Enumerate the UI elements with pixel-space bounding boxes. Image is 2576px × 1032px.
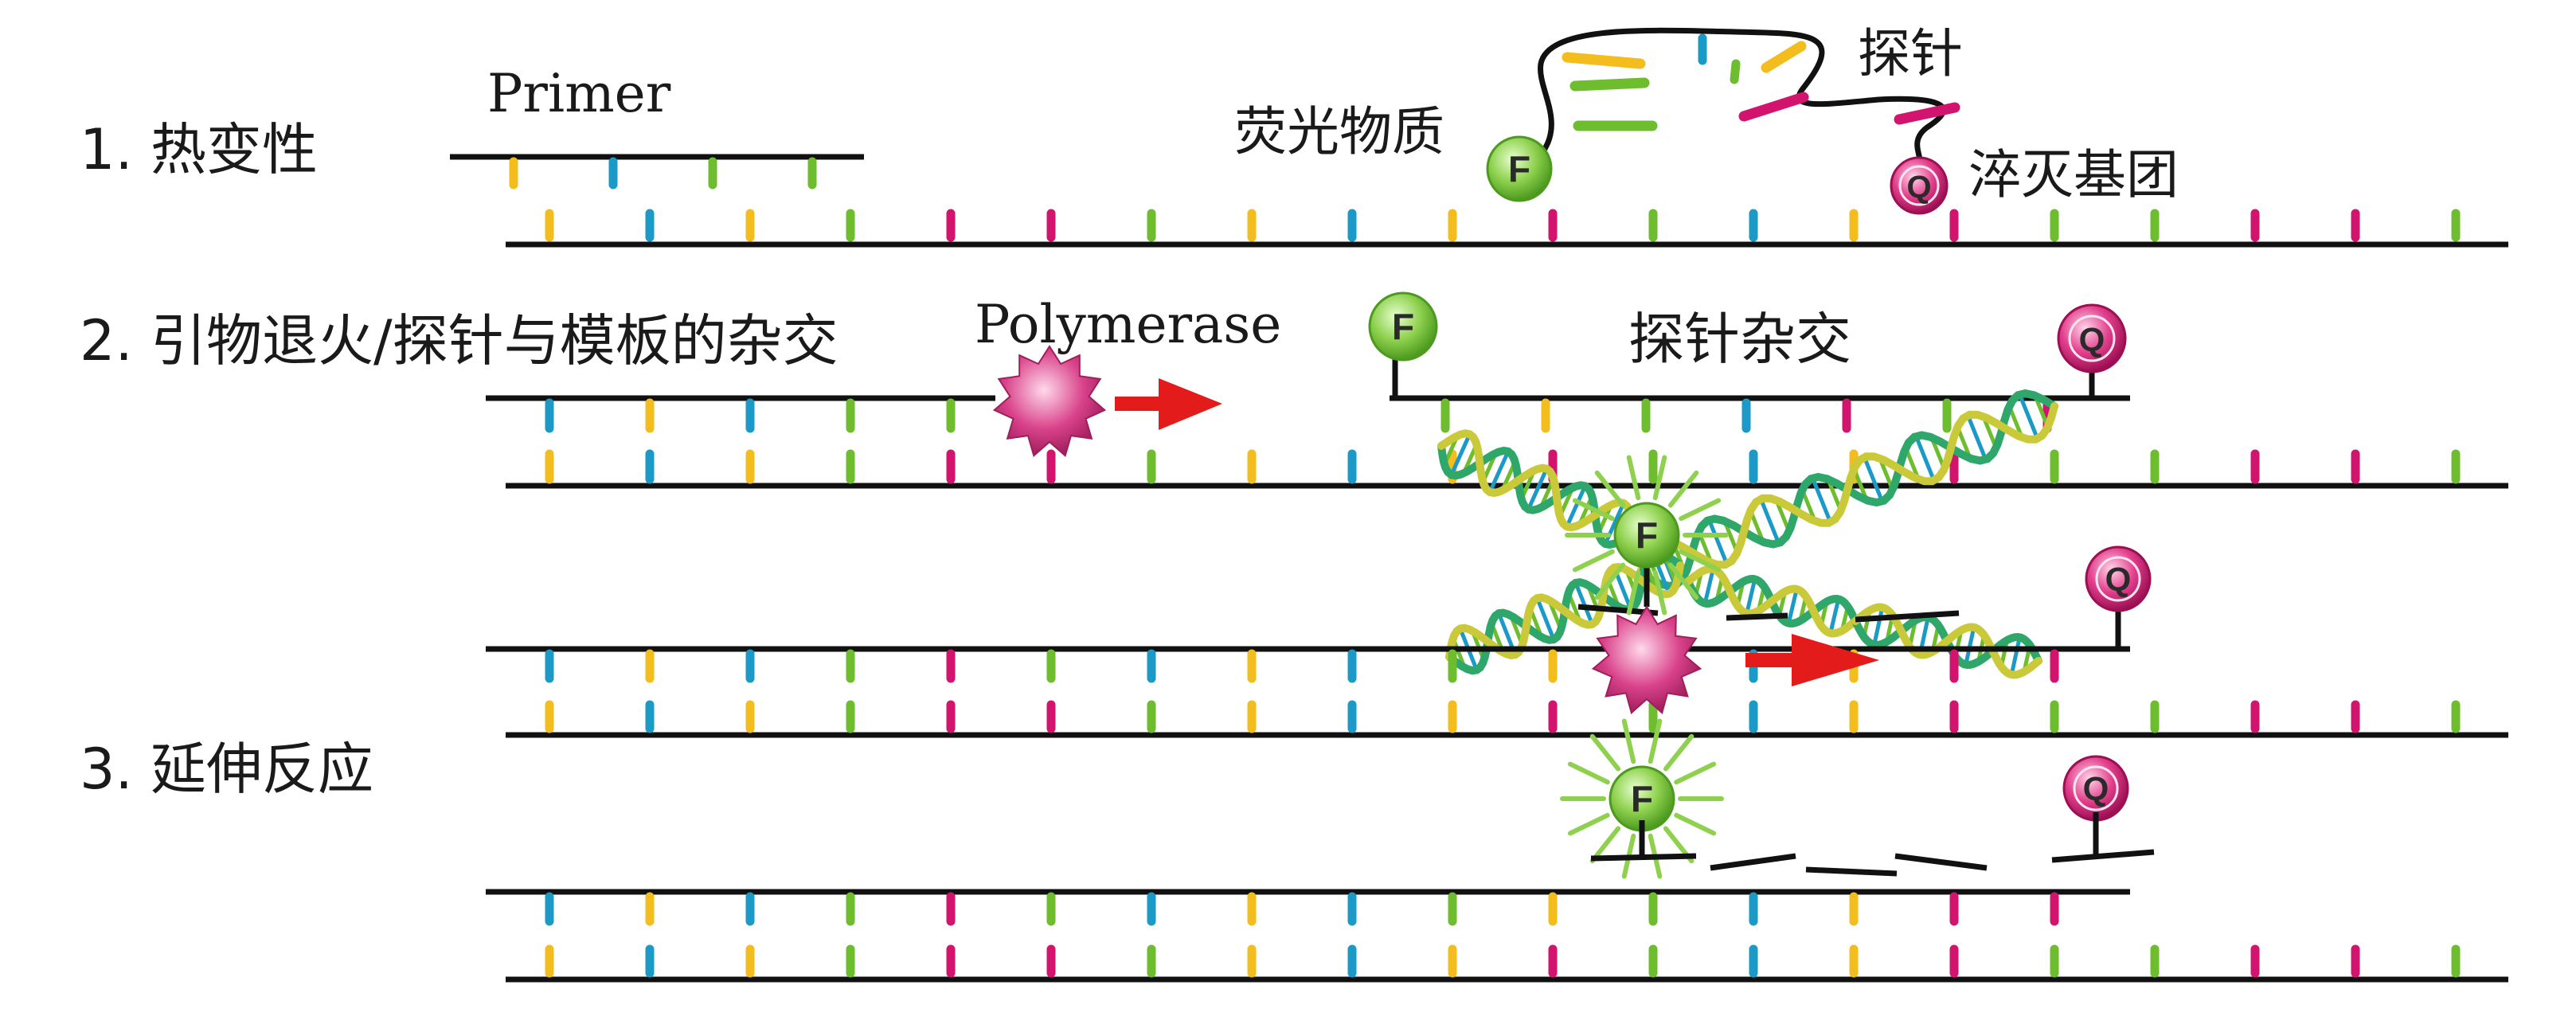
probe-label: 探针 — [1858, 23, 1963, 84]
extension-arrow-1 — [1115, 378, 1222, 430]
svg-text:F: F — [1392, 306, 1414, 347]
primer-2-bases — [545, 398, 956, 433]
quencher-label: 淬灭基团 — [1968, 144, 2179, 205]
step2-label: 2. 引物退火/探针与模板的杂交 — [80, 308, 838, 373]
fluorophore-marker-2: F — [1368, 291, 1438, 362]
svg-text:F: F — [1631, 778, 1653, 819]
dna-helix-illustration — [1437, 389, 2058, 679]
template-4-bases — [545, 944, 2461, 978]
quencher-marker-3: Q — [2085, 545, 2152, 612]
svg-text:Q: Q — [2105, 561, 2132, 598]
quencher-marker-2: Q — [2057, 303, 2127, 373]
template-1-bases — [545, 209, 2461, 242]
step3-label: 3. 延伸反应 — [80, 737, 373, 802]
polymerase-label: Polymerase — [975, 294, 1281, 355]
quencher-marker-1: Q — [1890, 156, 1949, 215]
released-fluorophore-2: F — [1560, 718, 1724, 879]
svg-text:Q: Q — [1906, 170, 1931, 205]
extension-arrow-2 — [1745, 634, 1879, 686]
polymerase-icon-2 — [1591, 605, 1702, 715]
free-probe-bases — [1562, 33, 1960, 131]
svg-text:F: F — [1508, 148, 1530, 190]
svg-text:Q: Q — [2079, 321, 2105, 358]
quencher-marker-4: Q — [2062, 755, 2129, 822]
fluorophore-marker-1: F — [1486, 135, 1553, 202]
svg-text:Q: Q — [2083, 770, 2109, 807]
released-fluorophore-1: F — [1565, 455, 1729, 616]
template-3-bases — [545, 700, 2461, 733]
probe-hybrid-label: 探针杂交 — [1628, 307, 1851, 372]
svg-text:F: F — [1636, 514, 1658, 556]
probe-fragments-2 — [1590, 812, 2155, 877]
step1-label: 1. 热变性 — [80, 117, 318, 182]
polymerase-icon — [992, 345, 1107, 457]
primer-label: Primer — [487, 63, 671, 124]
primer-bases — [509, 157, 817, 190]
new-strand-bases — [545, 892, 2059, 926]
fluorescent-label: 荧光物质 — [1234, 101, 1444, 162]
